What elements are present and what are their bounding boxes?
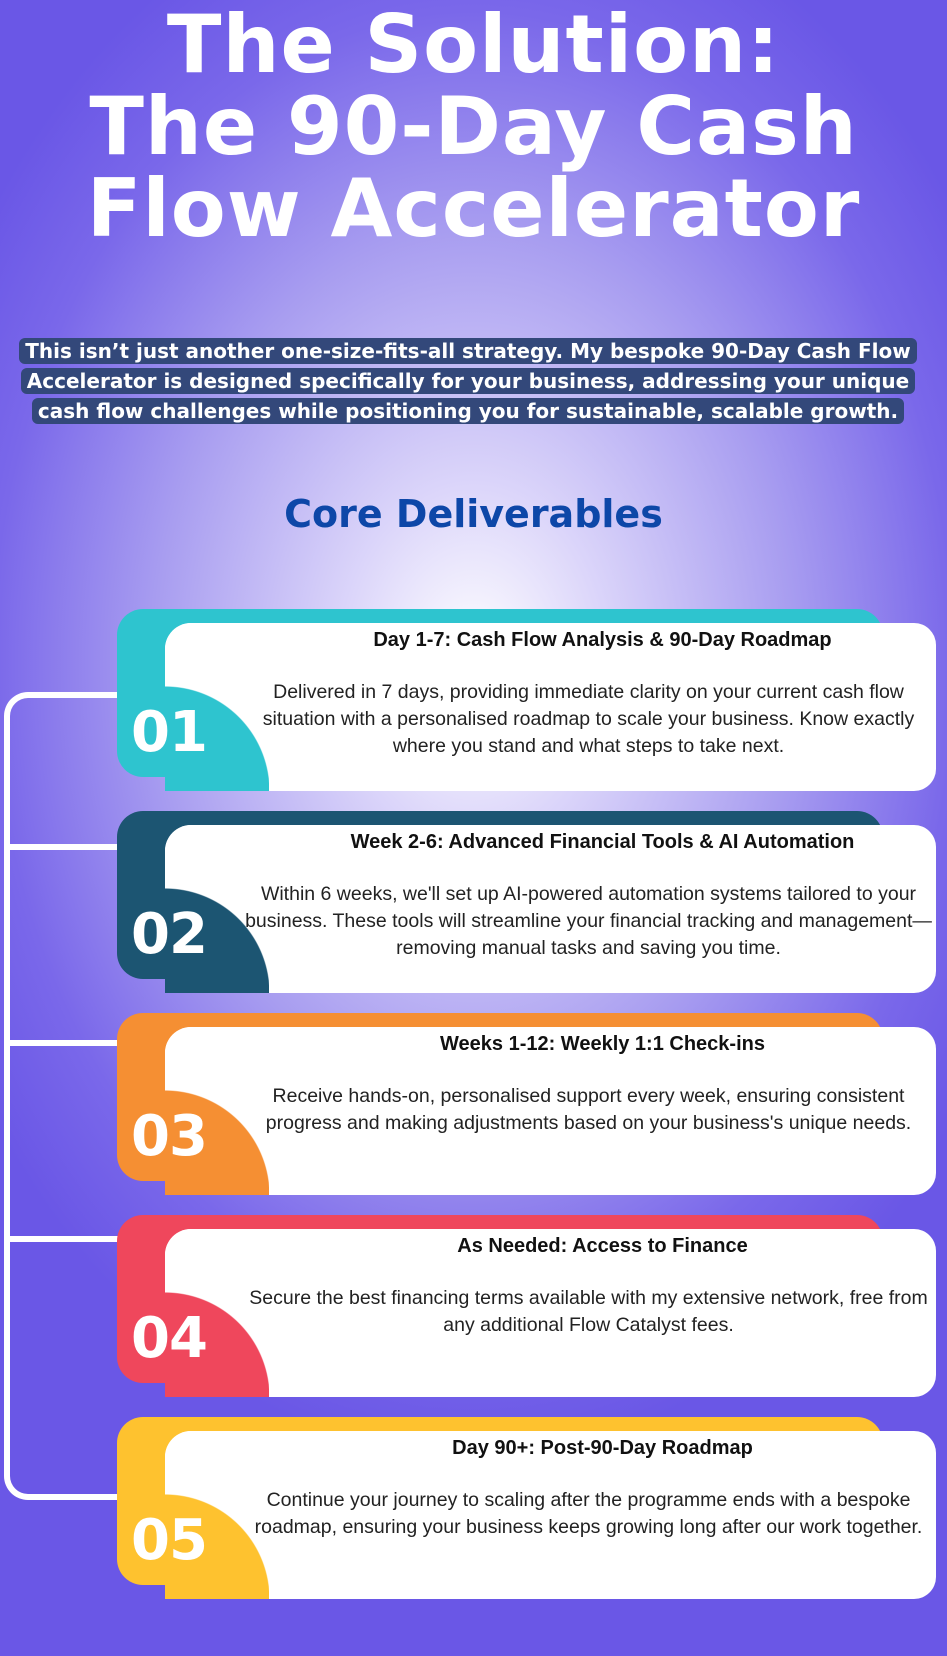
- deliverable-description: Continue your journey to scaling after t…: [254, 1489, 923, 1538]
- deliverable-number: 03: [131, 1104, 208, 1169]
- section-title: Core Deliverables: [284, 492, 663, 536]
- deliverable-number: 04: [131, 1306, 208, 1371]
- deliverable-card-5: 05 Day 90+: Post-90-Day Roadmap Continue…: [117, 1417, 936, 1599]
- deliverable-card-4: 04 As Needed: Access to Finance Secure t…: [117, 1215, 936, 1397]
- deliverable-card-2: 02 Week 2-6: Advanced Financial Tools & …: [117, 811, 936, 993]
- deliverable-number: 01: [131, 700, 208, 765]
- deliverable-card-1: 01 Day 1-7: Cash Flow Analysis & 90-Day …: [117, 609, 936, 791]
- deliverable-heading: Weeks 1-12: Weekly 1:1 Check-ins: [440, 1033, 765, 1055]
- intro-text: This isn’t just another one-size-fits-al…: [19, 338, 917, 424]
- title-line-1: The Solution:: [166, 0, 781, 91]
- deliverable-description: Secure the best financing terms availabl…: [249, 1287, 928, 1336]
- card-corner: [165, 1431, 269, 1599]
- deliverable-heading: As Needed: Access to Finance: [457, 1235, 748, 1257]
- deliverable-heading: Day 90+: Post-90-Day Roadmap: [452, 1437, 753, 1459]
- deliverable-description: Receive hands-on, personalised support e…: [265, 1085, 912, 1134]
- deliverable-heading: Week 2-6: Advanced Financial Tools & AI …: [350, 831, 855, 853]
- card-panel: [165, 825, 936, 993]
- timeline-branch: [6, 844, 120, 850]
- timeline-branch: [6, 1236, 120, 1242]
- timeline-branch: [6, 1040, 120, 1046]
- deliverable-heading: Day 1-7: Cash Flow Analysis & 90-Day Roa…: [373, 629, 832, 651]
- deliverable-description: Delivered in 7 days, providing immediate…: [262, 681, 915, 757]
- title-line-2: The 90-Day Cash: [89, 80, 858, 173]
- page-title: The Solution: The 90-Day Cash Flow Accel…: [0, 4, 947, 250]
- card-corner: [165, 1027, 269, 1195]
- card-corner: [165, 1229, 269, 1397]
- deliverable-number: 05: [131, 1508, 208, 1573]
- timeline-connector: [4, 692, 124, 1500]
- card-panel: [165, 1229, 936, 1397]
- card-panel: [165, 623, 936, 791]
- deliverable-card-3: 03 Weeks 1-12: Weekly 1:1 Check-ins Rece…: [117, 1013, 936, 1195]
- card-panel: [165, 1431, 936, 1599]
- deliverable-number: 02: [131, 902, 208, 967]
- title-line-3: Flow Accelerator: [86, 162, 861, 255]
- intro-paragraph: This isn’t just another one-size-fits-al…: [6, 336, 930, 426]
- card-corner: [165, 825, 269, 993]
- deliverable-description: Within 6 weeks, we'll set up AI-powered …: [245, 883, 932, 959]
- card-panel: [165, 1027, 936, 1195]
- card-corner: [165, 623, 269, 791]
